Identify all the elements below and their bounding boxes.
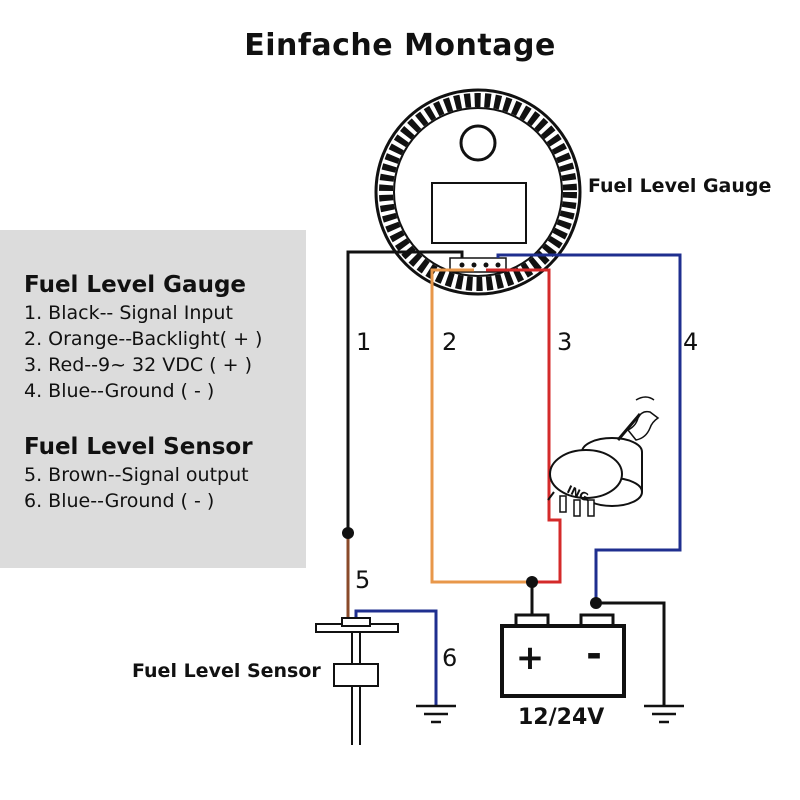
ground-icon: [644, 704, 684, 724]
wire-3-red: [486, 268, 562, 584]
wire-number-4: 4: [683, 328, 698, 356]
wire-number-1: 1: [356, 328, 371, 356]
battery-minus-label: -: [586, 632, 602, 676]
ignition-switch-icon: ING: [547, 396, 660, 517]
battery-voltage-label: 12/24V: [518, 705, 604, 730]
legend-sensor-heading: Fuel Level Sensor: [24, 434, 253, 460]
battery-plus-label: +: [516, 638, 545, 678]
wire-4-blue: [496, 253, 682, 603]
wire-number-5: 5: [355, 566, 370, 594]
fuel-gauge-icon: [374, 88, 582, 296]
legend-item-sensor-blue: 6. Blue--Ground ( - ): [24, 490, 215, 512]
legend-panel: [0, 230, 306, 568]
wire-number-2: 2: [442, 328, 457, 356]
legend-item-blue: 4. Blue--Ground ( - ): [24, 380, 215, 402]
legend-item-black: 1. Black-- Signal Input: [24, 302, 233, 324]
battery-icon: + -: [500, 613, 626, 698]
gauge-label: Fuel Level Gauge: [588, 175, 771, 197]
wire-2-orange: [430, 268, 532, 584]
legend-item-orange: 2. Orange--Backlight( + ): [24, 328, 263, 350]
junction-dot: [342, 527, 354, 539]
sensor-label: Fuel Level Sensor: [132, 660, 321, 682]
page-title: Einfache Montage: [244, 28, 556, 63]
fuel-sensor-icon: [315, 617, 399, 745]
legend-gauge-heading: Fuel Level Gauge: [24, 272, 247, 298]
wire-number-6: 6: [442, 644, 457, 672]
junction-dot: [590, 597, 602, 609]
junction-dot: [526, 576, 538, 588]
wire-1-black: [346, 250, 464, 533]
legend-item-brown: 5. Brown--Signal output: [24, 464, 249, 486]
wire-number-3: 3: [557, 328, 572, 356]
legend-item-red: 3. Red--9~ 32 VDC ( + ): [24, 354, 252, 376]
wire-6-blue: [354, 609, 438, 706]
ground-icon: [416, 704, 456, 724]
